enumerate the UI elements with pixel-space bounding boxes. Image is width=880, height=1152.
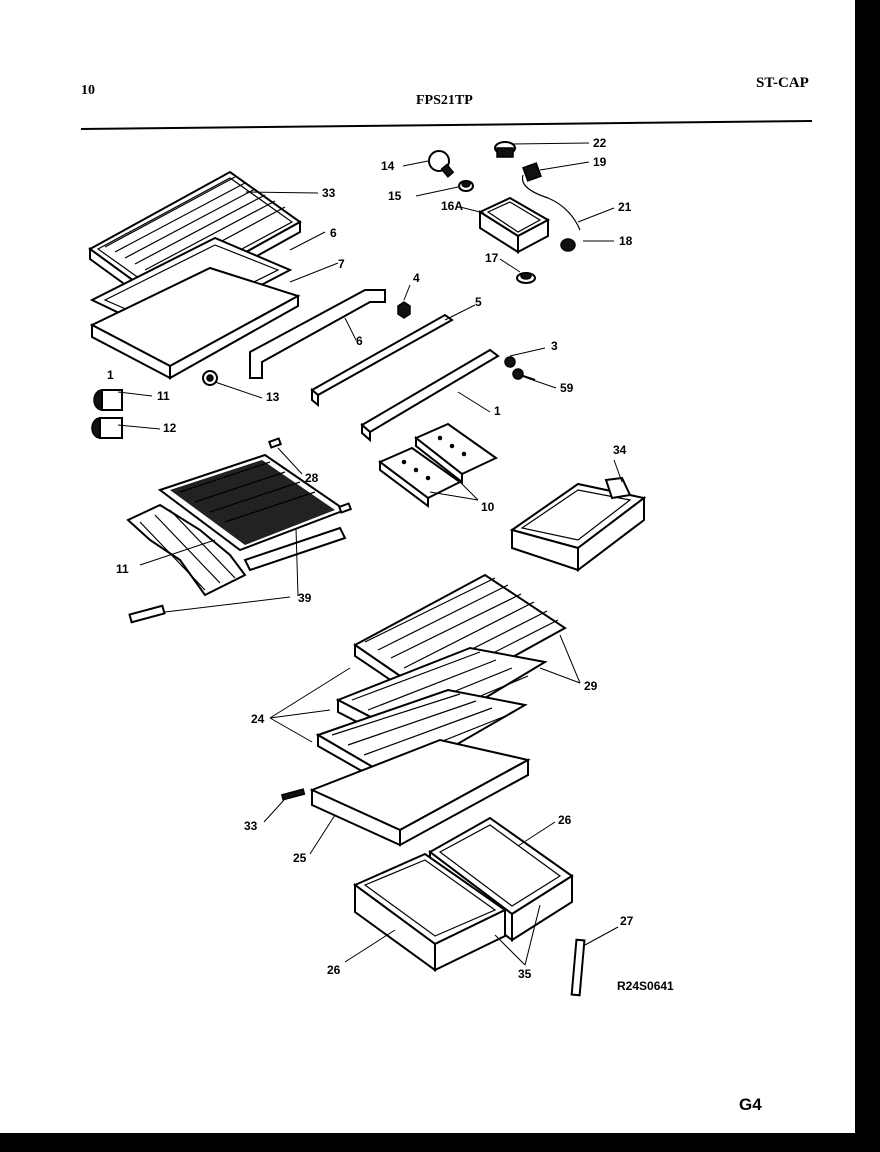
door-bin-34 [509,476,647,573]
callout-15: 14 [381,159,395,173]
callout-27: 27 [620,914,634,928]
callout-6: 6 [356,334,363,348]
callout-1-left: 1 [107,368,114,382]
part-15-bulb [428,150,455,178]
callout-28: 28 [305,471,319,485]
callout-18: 17 [485,251,499,265]
callout-22: 21 [618,200,632,214]
callout-21: 19 [593,155,607,169]
part-19-cap [560,238,576,252]
crisper-cover-25 [309,738,531,847]
callout-26-right: 26 [558,813,572,827]
part-16a-socket [458,180,474,192]
part-17-light-housing [477,196,551,254]
part-27-rod [570,938,586,997]
page-number: 10 [81,83,95,98]
callout-34: 34 [613,443,627,457]
callout-26-left: 26 [327,963,341,977]
page-code: G4 [739,1095,762,1114]
callout-25: 25 [293,851,307,865]
part-22-wire [521,174,581,231]
egg-tray-10a [414,422,498,485]
crisper-drawer-26-left [353,852,507,972]
callout-59: 59 [560,381,574,395]
part-3-nut [504,356,516,368]
part-14-clip [202,370,218,386]
part-28-pin [267,437,353,514]
callout-12: 11 [157,389,170,403]
callout-11: 11 [116,562,129,576]
rail-1 [360,348,500,443]
callout-24: 24 [251,712,265,726]
callout-10: 10 [481,500,495,514]
drawing-id: R24S0641 [617,979,674,993]
callout-35: 35 [518,967,532,981]
callout-1: 1 [494,404,501,418]
part-13-housing [91,417,123,439]
part-18-knob [516,272,536,284]
rail-5 [310,313,454,408]
part-23-switch [494,141,516,158]
leader-lines [117,142,623,966]
model-number: FPS21TP [416,93,473,108]
part-39-strip [128,604,166,624]
callout-13: 12 [163,421,177,435]
callout-23: 22 [593,136,607,150]
callout-14: 13 [266,390,280,404]
part-21-connector [522,162,542,182]
callout-16a: 15 [388,189,402,203]
parts-diagram-sheet: 10 FPS21TP ST-CAP [0,0,855,1133]
part-12-housing [93,389,123,411]
callout-5: 5 [475,295,482,309]
callout-29: 29 [584,679,598,693]
callout-8: 6 [330,226,337,240]
callout-33: 33 [244,819,258,833]
callout-3: 3 [551,339,558,353]
callout-39: 39 [298,591,312,605]
callout-19: 18 [619,234,633,248]
shelf-frame-7 [89,266,301,380]
part-33-pin [280,788,306,801]
header-rule [80,120,813,130]
exploded-view-drawing [80,120,813,997]
shelf-bracket-6 [249,289,386,379]
callout-4: 4 [413,271,420,285]
part-4-fastener [397,301,411,319]
callout-9: 33 [322,186,336,200]
section-code: ST-CAP [756,75,809,91]
callout-17: 16A [441,199,464,213]
part-59-screw [512,368,536,381]
callout-7: 7 [338,257,345,271]
